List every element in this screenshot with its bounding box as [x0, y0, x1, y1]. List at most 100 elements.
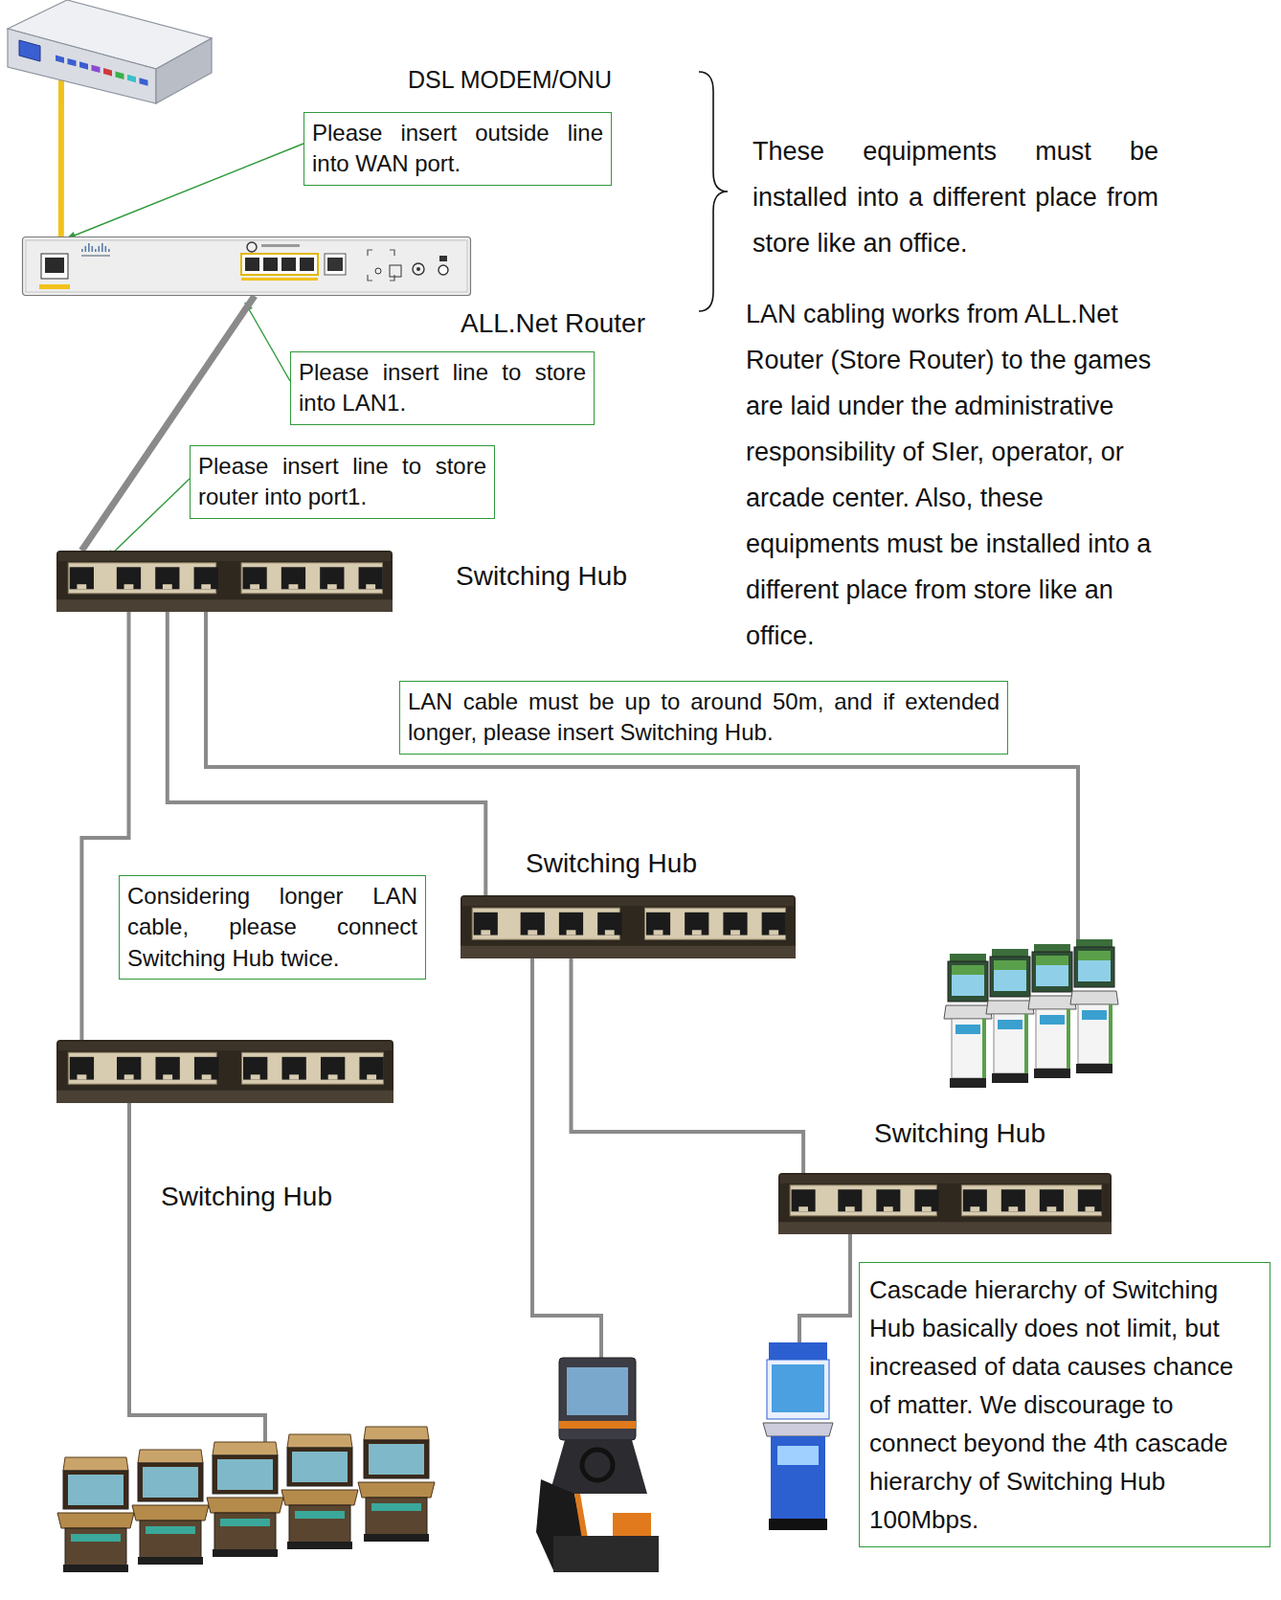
hub-device: Switching Hub — [56, 1039, 394, 1103]
device-part — [245, 257, 260, 271]
device-part — [156, 38, 212, 104]
device-part — [605, 929, 615, 935]
device-part — [289, 1074, 299, 1079]
device-part — [320, 1056, 345, 1080]
device-part — [67, 58, 77, 67]
device-part — [56, 550, 393, 612]
device-part — [56, 1090, 394, 1103]
device-part — [289, 584, 299, 589]
device-part — [798, 1206, 809, 1212]
device-part — [389, 265, 402, 277]
device-part — [961, 1185, 1102, 1216]
tall-cabinet — [768, 1342, 828, 1360]
device-part — [473, 912, 498, 936]
device-part — [56, 599, 393, 612]
modem-drawing — [7, 0, 212, 104]
router-drawing — [22, 236, 472, 296]
device-part — [247, 242, 257, 252]
device-part — [115, 70, 125, 79]
device-part — [684, 912, 709, 936]
device-part — [791, 1189, 816, 1212]
device-part — [124, 1074, 135, 1079]
game-cabinet — [986, 948, 1034, 1083]
device-part — [1039, 1189, 1064, 1212]
device-part — [412, 263, 425, 275]
game-cabinets-group — [57, 1426, 435, 1573]
device-part — [730, 929, 741, 935]
hub-drawing — [460, 895, 796, 959]
driving-cabinet — [553, 1535, 659, 1573]
device-part — [98, 246, 101, 252]
modem-device: DSL MODEM/ONU — [7, 0, 212, 81]
driving-cabinet — [536, 1357, 659, 1573]
device-part — [56, 1039, 394, 1103]
device-part — [883, 1206, 894, 1212]
device-part — [324, 253, 346, 275]
device-part — [241, 253, 318, 275]
game-cabinet — [1028, 943, 1077, 1079]
callout-box: Cascade hierarchy of Switching Hub basic… — [858, 1261, 1271, 1548]
device-part — [914, 1189, 939, 1212]
game-cabinet — [132, 1449, 209, 1565]
device-part — [162, 1074, 173, 1079]
device-part — [789, 1185, 937, 1216]
note-text: These equipments must be installed into … — [752, 128, 1159, 267]
device-part — [19, 40, 41, 62]
tall-cabinet — [768, 1518, 828, 1530]
device-part — [194, 1056, 219, 1080]
device-part — [194, 566, 219, 589]
device-part — [692, 929, 702, 935]
callout-box: Considering longer LAN cable, please con… — [118, 875, 427, 980]
device-part — [81, 254, 111, 257]
device-part — [243, 1056, 268, 1080]
device-part — [646, 912, 671, 936]
device-part — [559, 912, 584, 936]
driving-cabinet — [559, 1357, 636, 1440]
device-part — [375, 268, 382, 274]
device-part — [88, 243, 90, 252]
device-part — [762, 912, 787, 936]
note-text: LAN cabling works from ALL.Net Router (S… — [745, 291, 1182, 659]
device-part — [261, 244, 300, 248]
device-part — [105, 246, 108, 252]
device-part — [1001, 1189, 1026, 1212]
device-part — [7, 28, 157, 104]
device-part — [44, 257, 65, 273]
device-part — [22, 237, 472, 296]
device-part — [1078, 1189, 1102, 1212]
device-part — [876, 1189, 900, 1212]
tall-cabinet — [763, 1342, 833, 1530]
device-part — [438, 265, 449, 275]
device-part — [460, 945, 796, 959]
device-part — [359, 566, 383, 589]
device-part — [242, 566, 267, 589]
device-part — [480, 929, 491, 935]
device-part — [462, 897, 794, 906]
device-part — [202, 1074, 212, 1079]
device-part — [58, 1041, 392, 1051]
device-label: ALL.Net Router — [460, 307, 646, 340]
device-part — [39, 284, 70, 290]
device-part — [116, 566, 141, 589]
device-part — [242, 1052, 384, 1084]
device-part — [94, 248, 97, 252]
device-part — [780, 1174, 1110, 1184]
callout-text: Please insert line to store into LAN1. — [298, 357, 586, 420]
device-label: Switching Hub — [525, 847, 697, 880]
device-part — [249, 584, 260, 589]
device-part — [76, 1074, 87, 1079]
device-part — [69, 1056, 94, 1080]
hub-drawing — [56, 550, 393, 612]
device-part — [366, 1074, 377, 1079]
driving-cabinet — [582, 1449, 613, 1481]
game-cabinet — [57, 1457, 135, 1573]
device-part — [85, 246, 88, 252]
device-part — [768, 929, 779, 935]
device-part — [778, 1172, 1112, 1235]
device-part — [921, 1206, 932, 1212]
device-part — [162, 584, 173, 589]
device-part — [201, 584, 211, 589]
device-part — [241, 562, 383, 594]
device-part — [55, 55, 65, 64]
